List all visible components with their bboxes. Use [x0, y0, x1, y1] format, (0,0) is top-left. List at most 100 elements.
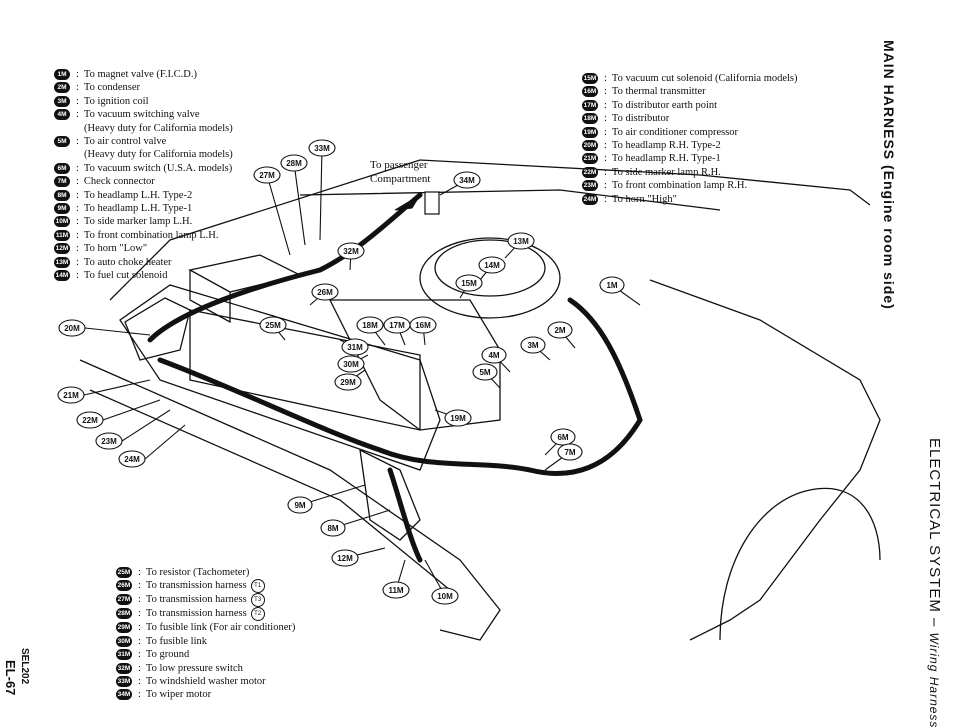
svg-text:25M: 25M [265, 321, 281, 330]
legend-colon: : [604, 139, 607, 152]
legend-item: 32M:To low pressure switch [116, 662, 295, 675]
svg-text:29M: 29M [340, 378, 356, 387]
svg-text:20M: 20M [64, 324, 80, 333]
legend-colon: : [138, 593, 141, 606]
legend-top-left: 1M:To magnet valve (F.I.C.D.)2M:To conde… [54, 68, 233, 283]
legend-colon: : [138, 579, 141, 592]
svg-text:23M: 23M [101, 437, 117, 446]
connector-code-badge: 17M [582, 100, 598, 111]
callout-11M: 11M [383, 560, 409, 598]
legend-item: 2M: To condenser [54, 81, 233, 94]
legend-item: 11M:To front combination lamp L.H. [54, 229, 233, 242]
legend-item: 34M:To wiper motor [116, 688, 295, 701]
section-title-italic: Wiring Harness [927, 633, 941, 728]
right-fender [650, 280, 880, 640]
callout-5M: 5M [473, 364, 500, 388]
connector-code-badge: 21M [582, 153, 598, 164]
legend-text: To vacuum switching valve [84, 108, 200, 121]
svg-text:27M: 27M [259, 171, 275, 180]
legend-colon: : [604, 72, 607, 85]
legend-text: To front combination lamp L.H. [84, 229, 219, 242]
legend-text: To ignition coil [84, 95, 149, 108]
legend-text: To ground [146, 648, 189, 661]
legend-item: 15M:To vacuum cut solenoid (California m… [582, 72, 798, 85]
legend-colon: : [604, 179, 607, 192]
harness-right [570, 300, 640, 420]
legend-text: To headlamp L.H. Type-2 [84, 189, 192, 202]
legend-text: Check connector [84, 175, 155, 188]
legend-colon: : [138, 688, 141, 701]
legend-item: 12M:To horn "Low" [54, 242, 233, 255]
svg-text:8M: 8M [327, 524, 338, 533]
legend-item: 5M:To air control valve [54, 135, 233, 148]
legend-text: To transmission harness [146, 579, 247, 592]
connector-code-badge: 23M [582, 180, 598, 191]
connector-code-badge: 7M [54, 176, 70, 187]
connector-code-badge: 2M [54, 82, 70, 93]
harness-ref-badge: T3 [251, 593, 265, 607]
legend-text: To fusible link (For air conditioner) [146, 621, 295, 634]
callout-10M: 10M [425, 560, 458, 604]
svg-text:7M: 7M [564, 448, 575, 457]
connector-code-badge: 29M [116, 622, 132, 633]
legend-colon: : [138, 607, 141, 620]
left-headlamp [125, 298, 190, 360]
svg-text:31M: 31M [347, 343, 363, 352]
connector-code-badge: 26M [116, 580, 132, 591]
callout-12M: 12M [332, 548, 385, 566]
callout-21M: 21M [58, 380, 150, 403]
legend-colon: : [76, 81, 79, 94]
callout-19M: 19M [435, 410, 471, 426]
legend-item: 23M:To front combination lamp R.H. [582, 179, 798, 192]
legend-text: To wiper motor [146, 688, 211, 701]
legend-item: 18M:To distributor [582, 112, 798, 125]
callout-29M: 29M [335, 370, 365, 390]
connector-code-badge: 10M [54, 216, 70, 227]
legend-colon: : [76, 95, 79, 108]
legend-item: 17M:To distributor earth point [582, 99, 798, 112]
svg-text:2M: 2M [554, 326, 565, 335]
connector-code-badge: 30M [116, 636, 132, 647]
callout-2M: 2M [548, 322, 575, 348]
legend-item: 21M:To headlamp R.H. Type-1 [582, 152, 798, 165]
legend-text: To transmission harness [146, 607, 247, 620]
legend-item: 6M:To vacuum switch (U.S.A. models) [54, 162, 233, 175]
legend-text: To resistor (Tachometer) [146, 566, 250, 579]
legend-text: To magnet valve (F.I.C.D.) [84, 68, 197, 81]
legend-colon: : [138, 621, 141, 634]
connector-code-badge: 33M [116, 676, 132, 687]
connector-code-badge: 20M [582, 140, 598, 151]
legend-colon: : [76, 215, 79, 228]
connector-code-badge: 24M [582, 194, 598, 205]
legend-colon: : [76, 108, 79, 121]
legend-item: 26M: To transmission harness T1 [116, 579, 295, 593]
passenger-label: To passenger [370, 159, 428, 171]
harness-ref-badge: T1 [251, 579, 265, 593]
legend-text: To auto choke heater [84, 256, 172, 269]
legend-item: 29M: To fusible link (For air conditioner… [116, 621, 295, 634]
callout-24M: 24M [119, 425, 185, 467]
legend-item: 19M:To air conditioner compressor [582, 126, 798, 139]
connector-code-badge: 9M [54, 203, 70, 214]
callout-16M: 16M [410, 317, 436, 345]
svg-text:9M: 9M [294, 501, 305, 510]
legend-text: To air control valve [84, 135, 166, 148]
callout-13M: 13M [505, 233, 534, 258]
legend-colon: : [604, 166, 607, 179]
legend-colon: : [138, 566, 141, 579]
legend-item: 16M:To thermal transmitter [582, 85, 798, 98]
legend-text: To condenser [84, 81, 140, 94]
legend-colon: : [138, 648, 141, 661]
svg-text:14M: 14M [484, 261, 500, 270]
legend-text: To headlamp L.H. Type-1 [84, 202, 192, 215]
legend-text: To transmission harness [146, 593, 247, 606]
connector-code-badge: 27M [116, 594, 132, 605]
callout-1M: 1M [600, 277, 640, 305]
legend-colon: : [76, 256, 79, 269]
legend-text: To horn "High" [612, 193, 677, 206]
legend-item: 9M:To headlamp L.H. Type-1 [54, 202, 233, 215]
callout-20M: 20M [59, 320, 150, 336]
passenger-connector [425, 192, 439, 214]
legend-colon: : [604, 152, 607, 165]
legend-text-continued: (Heavy duty for California models) [54, 122, 233, 135]
